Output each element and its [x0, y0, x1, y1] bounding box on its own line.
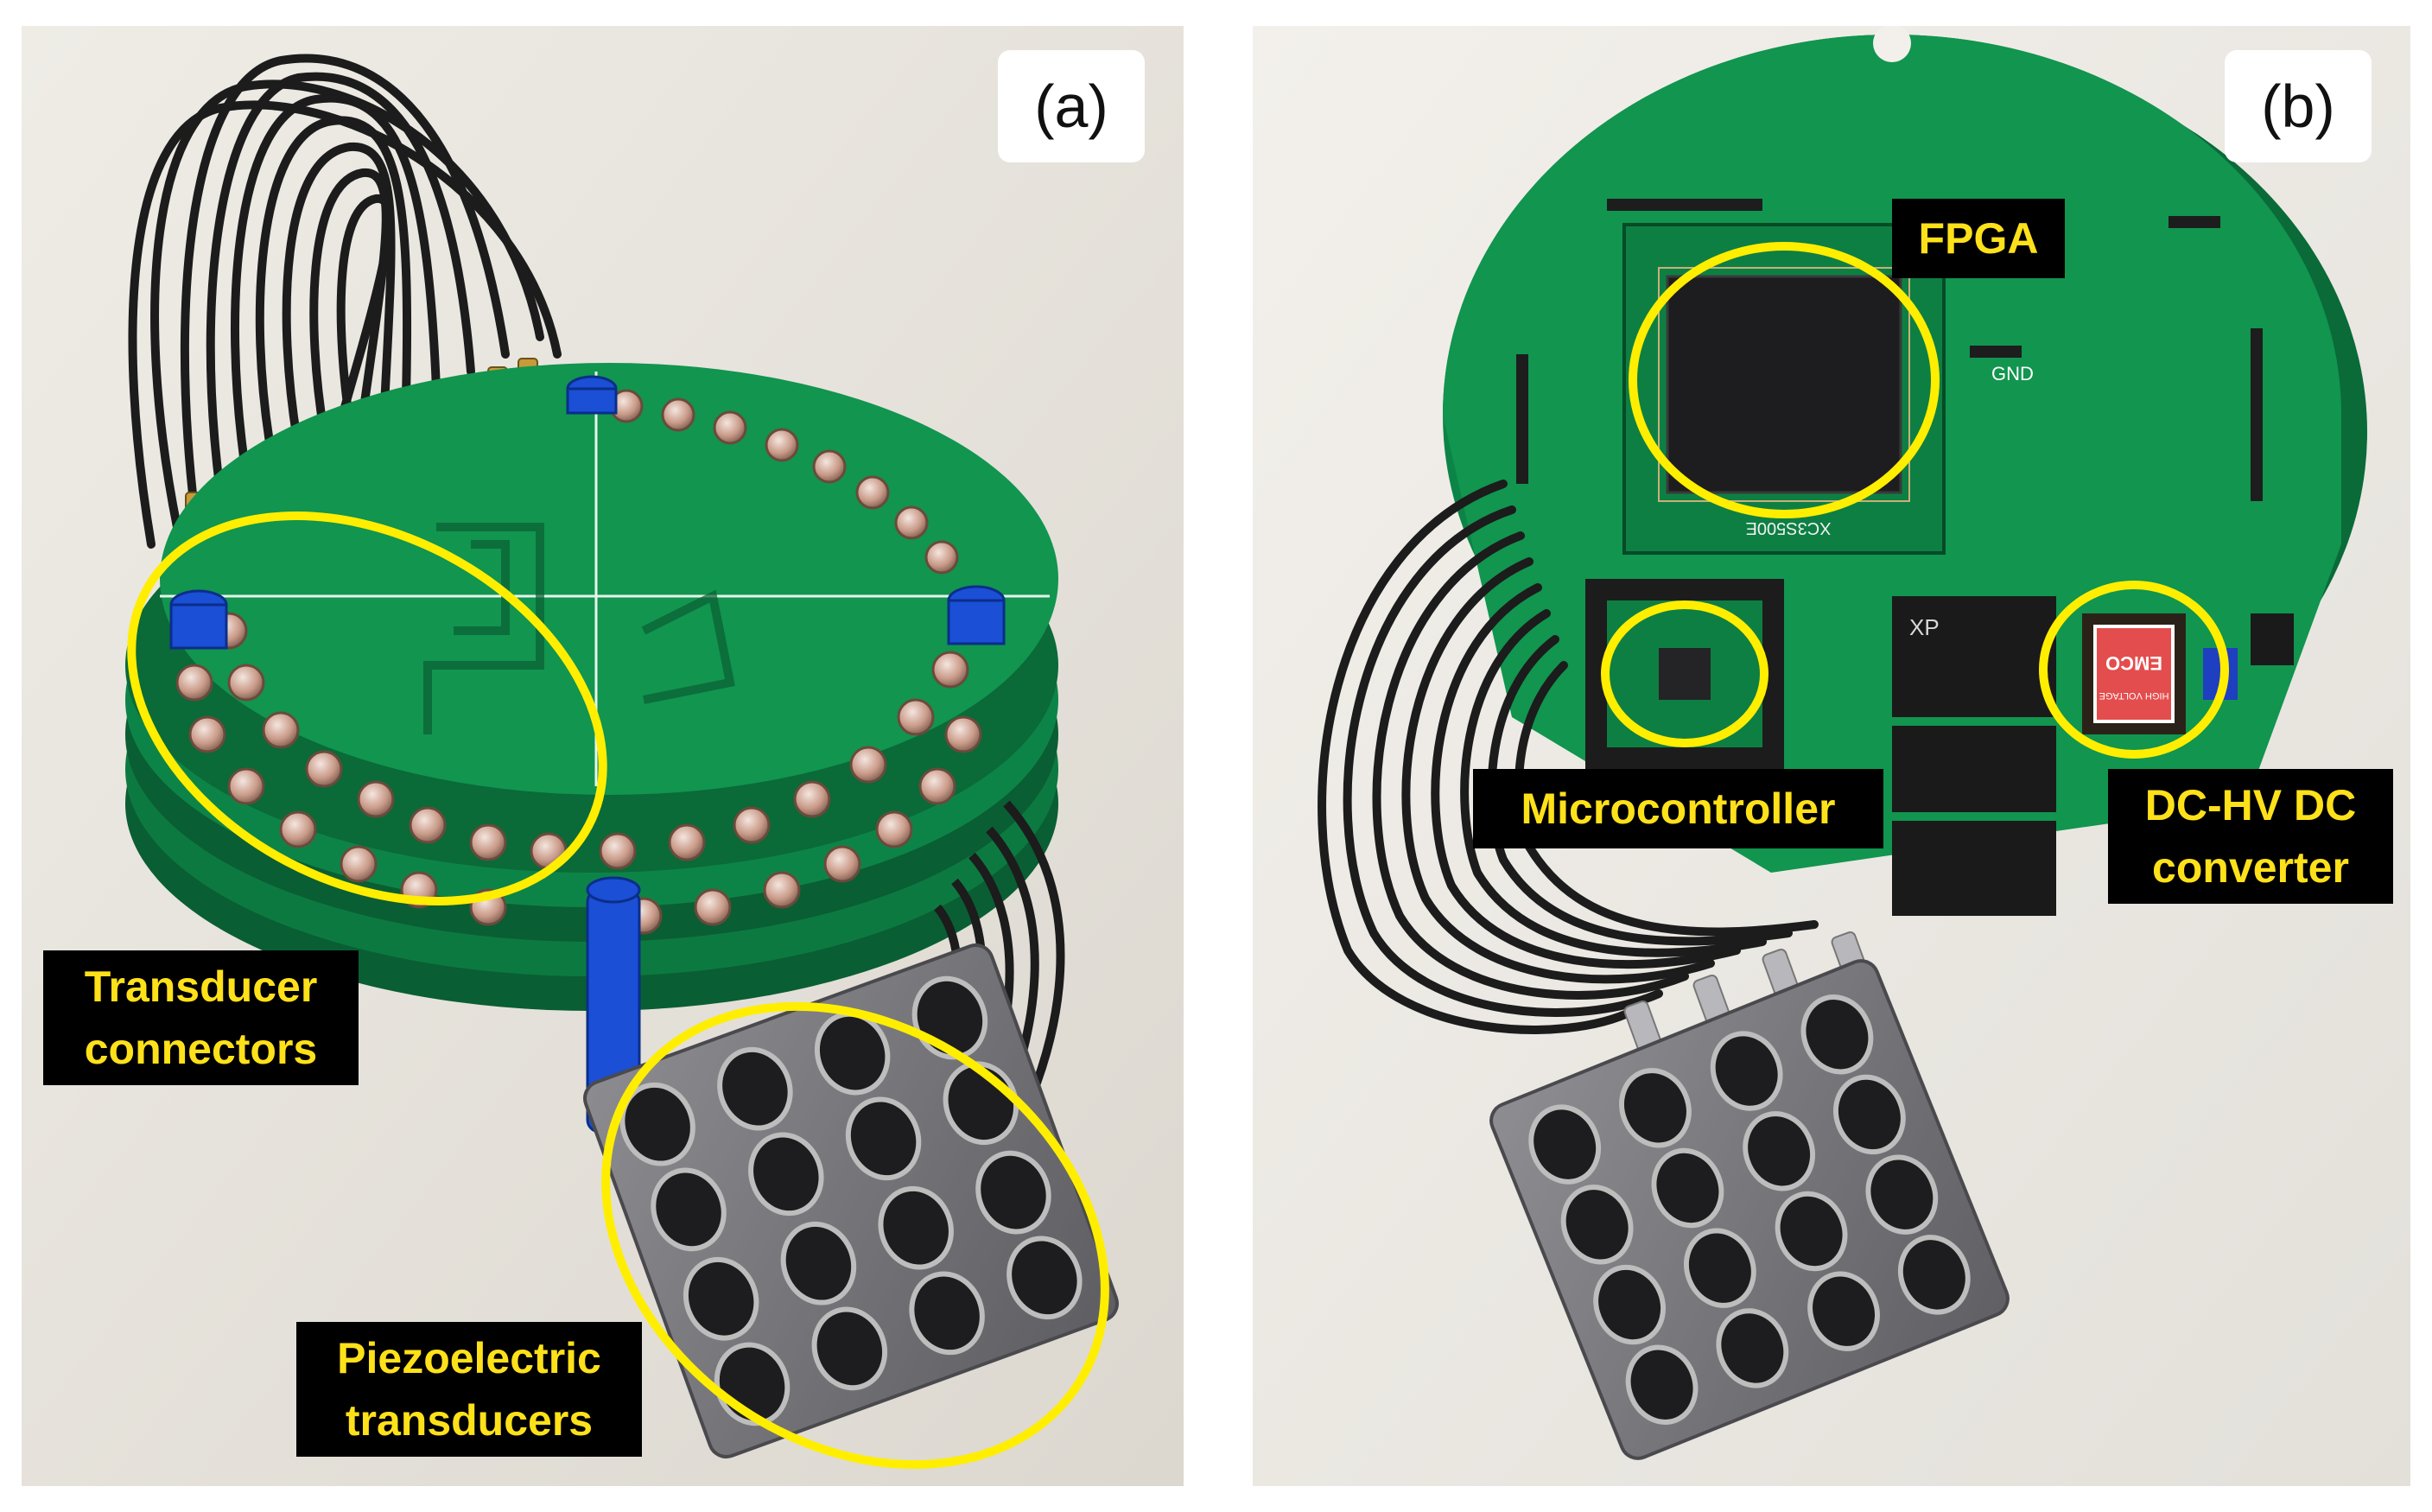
- callout-line-2: converter: [2152, 843, 2349, 892]
- callout-line-1: DC-HV DC: [2144, 781, 2357, 829]
- panel-b-photo: XC3S500E GND XP EMCO HIGH VOLTAGE: [1253, 26, 2410, 1486]
- callout-microcontroller: Microcontroller: [1473, 769, 1883, 848]
- callout-fpga: FPGA: [1892, 199, 2065, 278]
- callout-line-2: connectors: [84, 1025, 318, 1073]
- pcb-stack: [125, 363, 1058, 1134]
- callout-transducer-connectors: Transducer connectors: [43, 950, 359, 1085]
- callout-piezoelectric-transducers: Piezoelectric transducers: [296, 1322, 642, 1457]
- panel-a: (a) Transducer connectors Piezoelectric …: [22, 26, 1184, 1486]
- callout-dc-hv-converter: DC-HV DC converter: [2108, 769, 2393, 904]
- gnd-silkscreen: GND: [1991, 363, 2034, 384]
- emco-sublabel: HIGH VOLTAGE: [2099, 690, 2169, 701]
- blue-standoffs: [169, 375, 1006, 1134]
- callout-line-1: Piezoelectric: [337, 1334, 601, 1382]
- transducer-array-b: [1489, 959, 2010, 1460]
- coax-cables-b: [1318, 480, 1819, 1034]
- coax-cables: [128, 54, 562, 549]
- highlight-dc-converter: [2039, 581, 2229, 759]
- highlight-transducers: [601, 1001, 1109, 1470]
- connector-ring: [175, 389, 991, 935]
- power-module-label: XP: [1909, 614, 1940, 640]
- callout-line-1: Transducer: [84, 962, 318, 1011]
- panel-b: XC3S500E GND XP EMCO HIGH VOLTAGE: [1253, 26, 2410, 1486]
- callout-line-1: FPGA: [1918, 214, 2039, 263]
- callout-line-2: transducers: [345, 1396, 594, 1445]
- highlight-fpga: [1629, 242, 1940, 518]
- fpga-board: XC3S500E: [1622, 223, 1946, 555]
- highlight-microcontroller: [1601, 600, 1768, 747]
- emco-label: EMCO: [2105, 652, 2162, 674]
- fpga-chip-text: XC3S500E: [1746, 518, 1832, 537]
- panel-b-label: (b): [2225, 50, 2372, 162]
- callout-line-1: Microcontroller: [1521, 785, 1836, 833]
- panel-a-label: (a): [998, 50, 1145, 162]
- panel-a-photo: [22, 26, 1184, 1486]
- highlight-connectors: [127, 511, 607, 905]
- power-modules: XP: [1892, 596, 2056, 916]
